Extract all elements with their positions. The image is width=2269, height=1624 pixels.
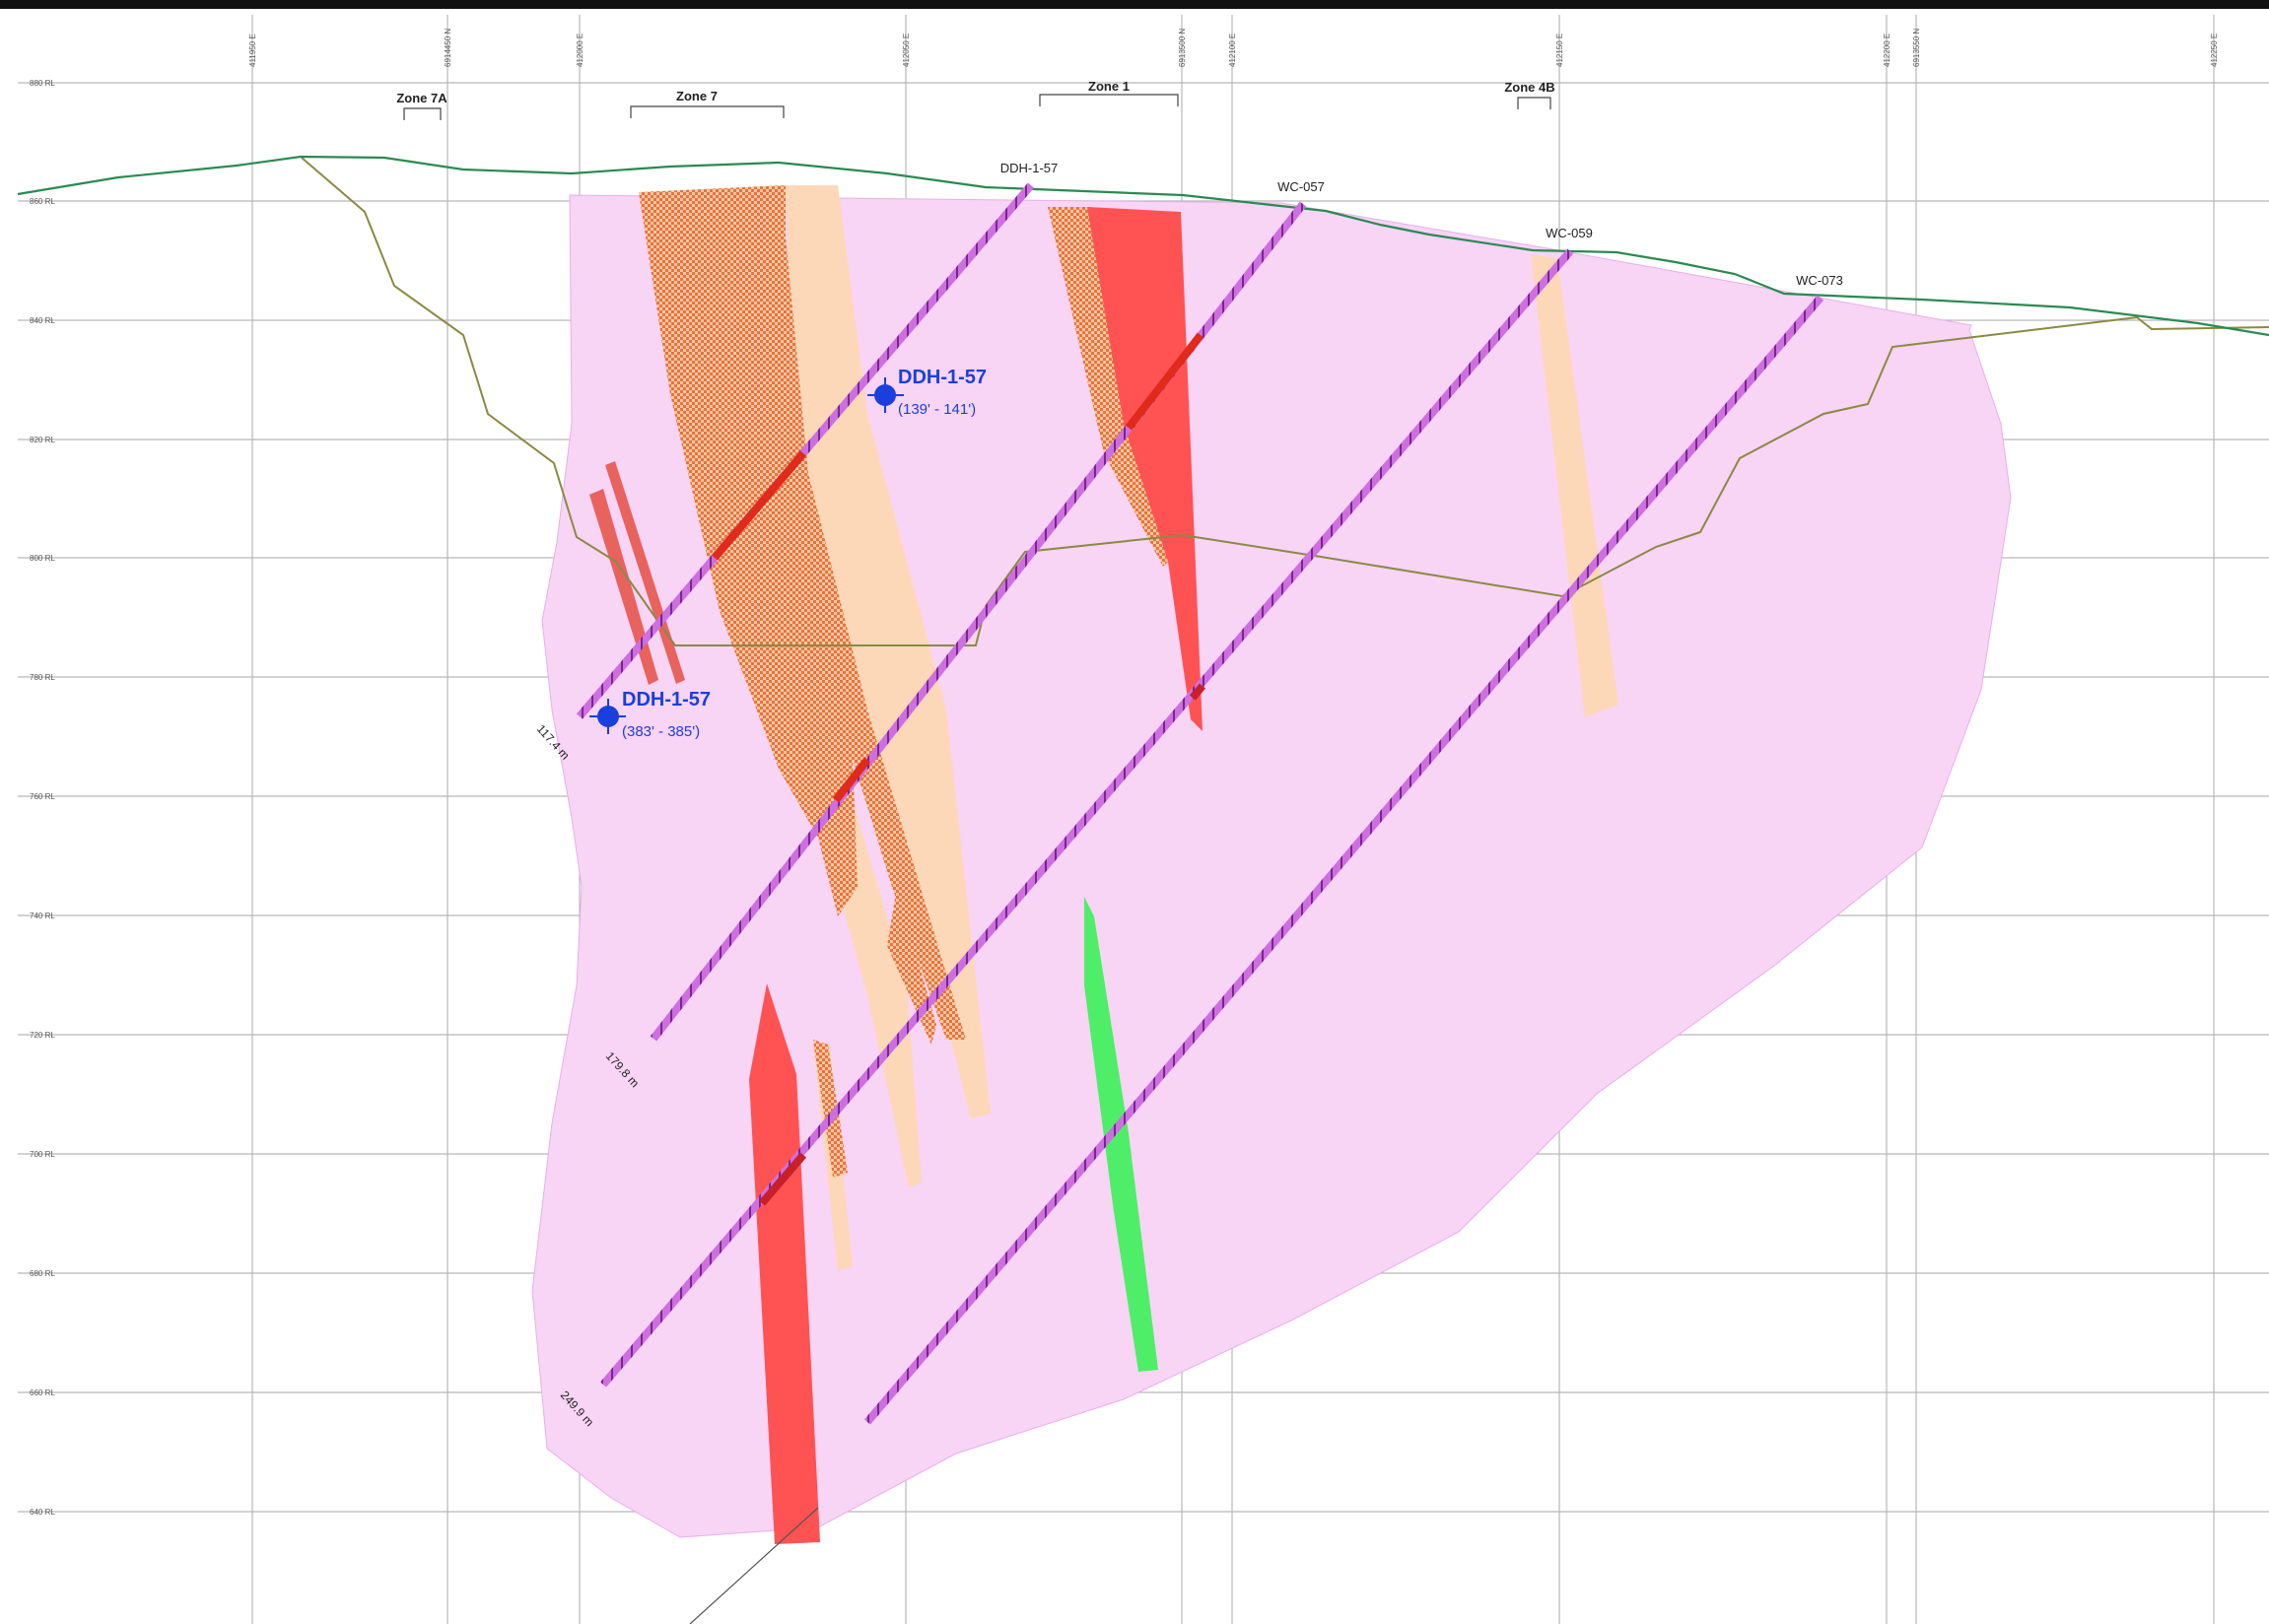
sample-hole-label: DDH-1-57: [898, 367, 987, 388]
easting-label: 411950 E: [248, 34, 257, 67]
deep-red-lode: [749, 983, 820, 1544]
zone-4b-peach-lode: [1531, 254, 1618, 717]
northing-label: 6913550 N: [1912, 29, 1921, 67]
rl-label: 680 RL: [30, 1269, 55, 1278]
green-lode: [1084, 897, 1158, 1372]
topography-surface: [17, 155, 2269, 337]
ddh-1-57-intercept: [711, 450, 807, 561]
drillhole-wc-073[interactable]: [863, 295, 1824, 1425]
rl-label: 640 RL: [30, 1508, 55, 1517]
zone-7a-bracket: [403, 107, 442, 120]
zone-7a-red-lode: [589, 489, 658, 685]
sample-marker-upper[interactable]: DDH-1-57 (139' - 141'): [867, 367, 987, 418]
zone-1-bracket: [1039, 94, 1179, 106]
zone-7a-red-lode-2: [605, 461, 685, 684]
rl-label: 880 RL: [30, 79, 55, 88]
easting-label: 412150 E: [1555, 34, 1564, 67]
rl-label: 760 RL: [30, 792, 55, 801]
rl-label: 860 RL: [30, 197, 55, 206]
easting-label: 412050 E: [902, 34, 911, 67]
zone-7-hatched-lode: [639, 185, 966, 1040]
hole-label-wc-059: WC-059: [1546, 226, 1593, 240]
mineralised-envelope: [531, 194, 2012, 1538]
zone-4b-label: Zone 4B: [1504, 80, 1554, 95]
drillhole-labels: DDH-1-57 WC-057 WC-059 WC-073: [1000, 161, 1843, 288]
easting-label: 412250 E: [2210, 34, 2219, 67]
sample-point-icon: [597, 706, 619, 727]
rl-label: 720 RL: [30, 1031, 55, 1040]
sample-interval-label: (139' - 141'): [898, 401, 976, 418]
zone-1-label: Zone 1: [1088, 79, 1130, 94]
zone-1-red-lode: [1087, 207, 1203, 731]
rl-label: 780 RL: [30, 673, 55, 682]
rl-label: 660 RL: [30, 1388, 55, 1397]
easting-label: 412000 E: [576, 34, 584, 67]
sample-point-icon: [874, 384, 896, 406]
northing-label: 6913500 N: [1178, 29, 1187, 67]
northing-label: 6914450 N: [444, 29, 452, 67]
zone-4b-bracket: [1517, 97, 1551, 109]
pit-outline: [301, 157, 2269, 646]
zone-7-label: Zone 7: [676, 89, 718, 103]
easting-label: 412100 E: [1228, 34, 1237, 67]
rl-label: 740 RL: [30, 912, 55, 920]
wc-057-intercept-2: [832, 757, 871, 803]
wc-059-intercept: [758, 1152, 807, 1206]
wc-059-intercept-2: [1189, 683, 1206, 701]
wc-057-intercept: [1125, 332, 1204, 431]
easting-label: 412200 E: [1883, 34, 1891, 67]
hole-label-wc-057: WC-057: [1277, 179, 1325, 194]
rl-labels: 880 RL 860 RL 840 RL 820 RL 800 RL 780 R…: [30, 79, 55, 1517]
drillhole-ddh-1-57[interactable]: [576, 182, 1035, 719]
sample-hole-label: DDH-1-57: [622, 689, 711, 710]
rl-label: 700 RL: [30, 1150, 55, 1159]
drillhole-extension-line: [689, 1507, 819, 1624]
sample-marker-lower[interactable]: DDH-1-57 (383' - 385'): [589, 689, 711, 740]
drillholes: [576, 182, 1824, 1425]
top-border-bar: [0, 0, 2269, 9]
hole-label-wc-073: WC-073: [1796, 273, 1843, 288]
zone-7-bracket: [630, 105, 785, 118]
zone-7-hatched-splay-lower: [813, 1040, 848, 1178]
rl-label: 820 RL: [30, 436, 55, 444]
easting-labels: 411950 E 6914450 N 412000 E 412050 E 691…: [248, 29, 2219, 67]
zone-7a-label: Zone 7A: [396, 91, 447, 105]
sample-interval-label: (383' - 385'): [622, 723, 700, 740]
rl-label: 800 RL: [30, 554, 55, 563]
rl-label: 840 RL: [30, 316, 55, 325]
hole-label-ddh-1-57: DDH-1-57: [1000, 161, 1059, 175]
zone-annotations: Zone 7A Zone 7 Zone 1 Zone 4B: [396, 79, 1555, 120]
